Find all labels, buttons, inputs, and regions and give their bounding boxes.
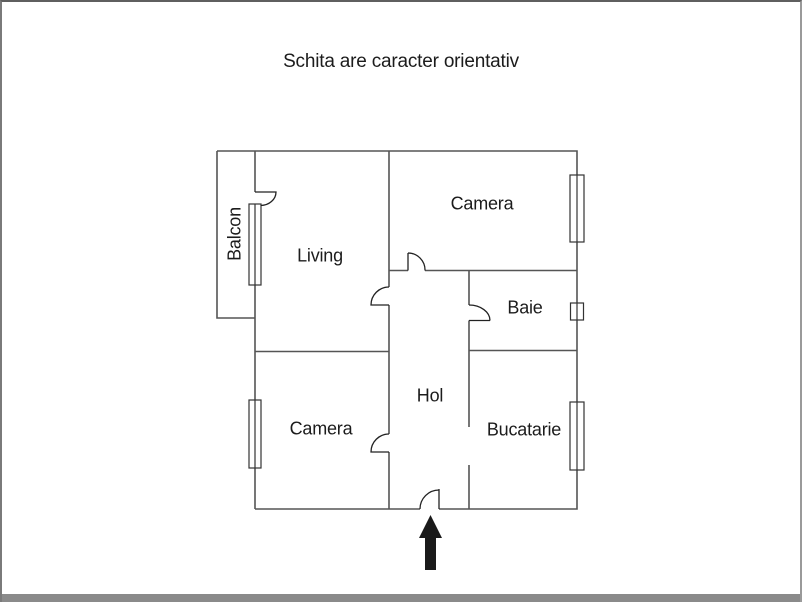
camera-bottom-window-icon [248,399,262,469]
room-label-camera-bottom: Camera [289,418,353,439]
entrance-arrow-icon [419,515,442,570]
bucatarie-window-icon [569,401,585,471]
camera-top-window-icon [569,174,585,243]
baie-door-icon [468,304,491,322]
camera-bottom-door-icon [370,433,390,453]
windows [248,174,585,471]
walls [216,150,578,510]
outer-walls [216,150,578,510]
room-label-camera-top: Camera [450,193,514,214]
room-label-living: Living [297,245,343,266]
room-label-baie: Baie [507,297,543,318]
balcony-door-icon [255,191,277,207]
room-label-bucatarie: Bucatarie [486,419,562,440]
doors [255,191,491,510]
room-label-balcon: Balcon [224,207,245,261]
camera-top-door-icon [407,252,426,271]
page-title: Schita are caracter orientativ [283,51,519,72]
room-label-hol: Hol [416,385,444,406]
entrance-door-icon [419,489,440,510]
baie-window-icon [569,302,585,321]
bottom-bar [2,594,800,602]
living-door-icon [370,286,390,306]
balcony-window-icon [248,203,262,286]
